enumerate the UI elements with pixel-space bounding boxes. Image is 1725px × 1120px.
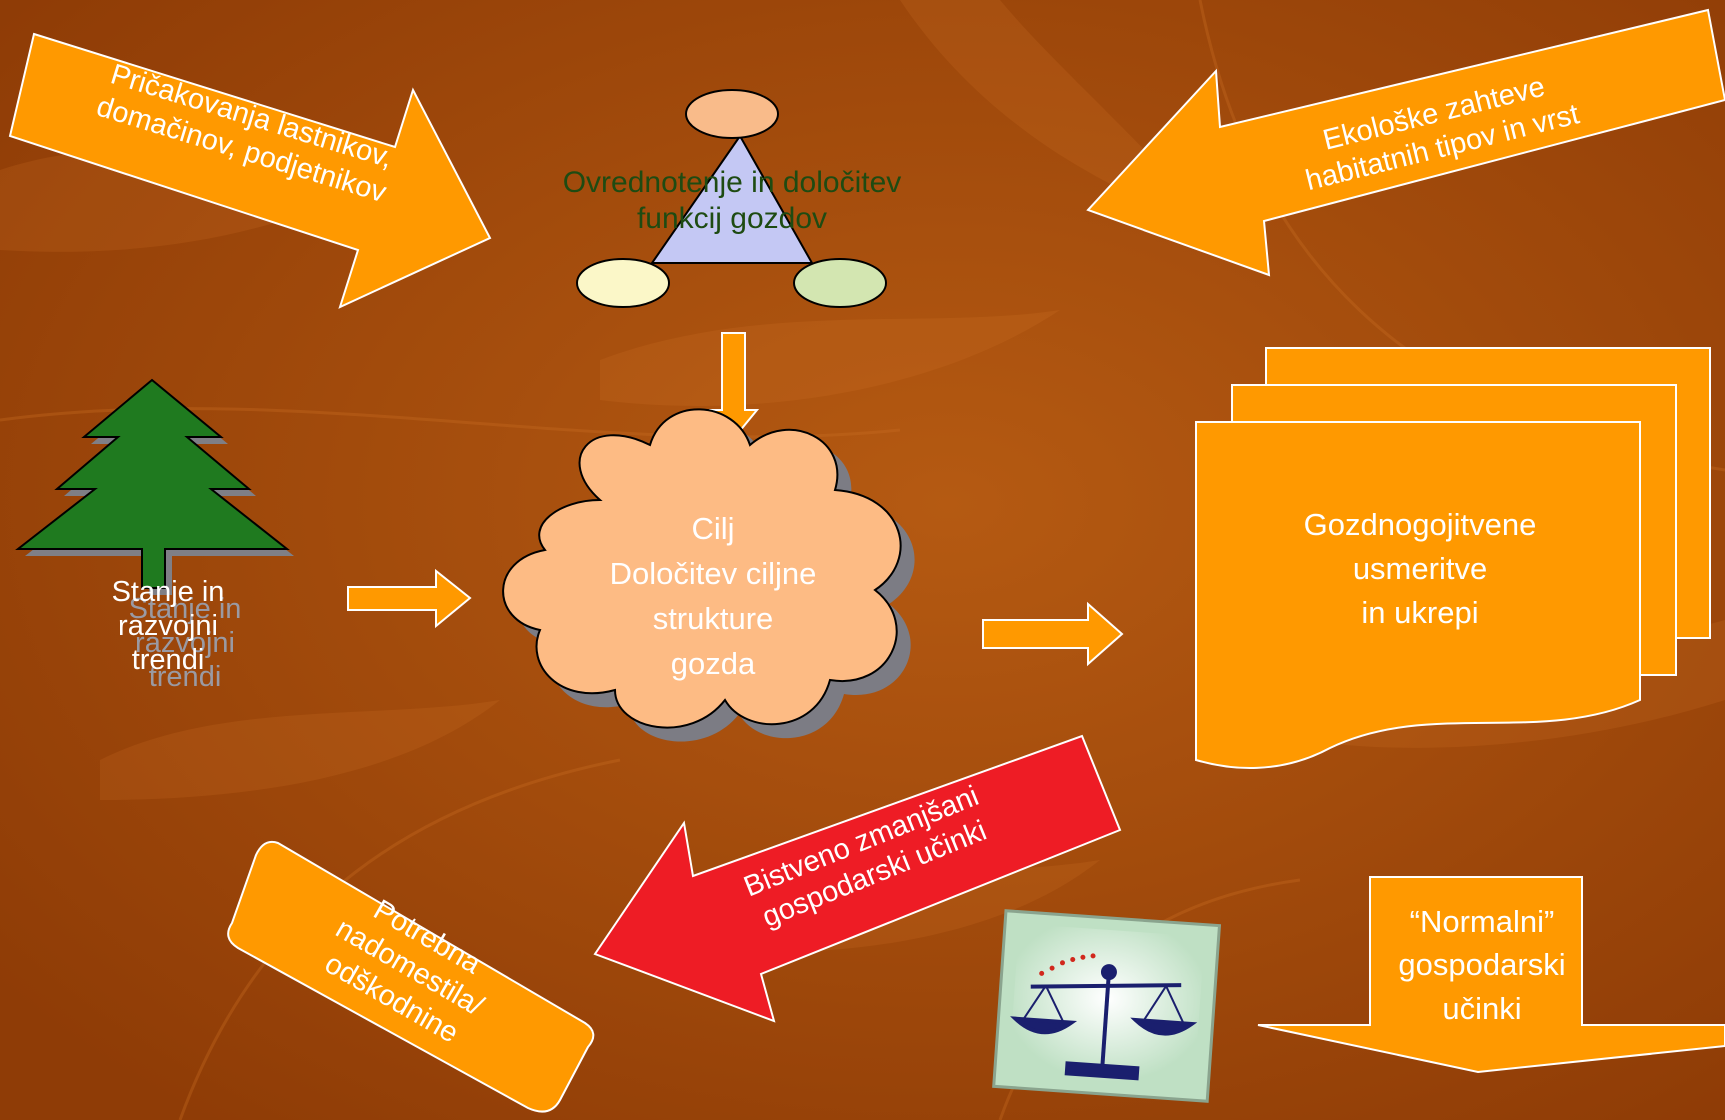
tree-shadow-line-1: Stanje in — [128, 593, 242, 625]
normal-line-3: učinki — [1442, 990, 1522, 1026]
goal-line-2: Določitev ciljne — [609, 555, 817, 591]
functions-line-1: Ovrednotenje in določitev — [562, 166, 902, 199]
functions-label: Ovrednotenje in določitev funkcij gozdov — [507, 165, 957, 237]
ecological-requirements-arrow — [1086, 8, 1725, 277]
normal-effects-label: “Normalni” gospodarski učinki — [1362, 900, 1602, 1030]
owners-expectations-arrow — [8, 32, 492, 309]
normal-effects-arrow — [1257, 876, 1725, 1074]
down-arrow — [708, 332, 760, 440]
goal-line-3: strukture — [652, 600, 774, 636]
measures-line-2: usmeritve — [1352, 551, 1488, 587]
tree-label: Stanje in razvojni trendi — [58, 575, 278, 678]
normal-line-1: “Normalni” — [1409, 904, 1555, 939]
functions-line-2: funkcij gozdov — [636, 202, 828, 235]
measures-label: Gozdnogojitvene usmeritve in ukrepi — [1240, 503, 1600, 635]
normal-line-2: gospodarski — [1398, 947, 1566, 983]
compensation-shape — [227, 840, 595, 1113]
tree-to-goal-arrow — [347, 568, 472, 629]
goal-to-measures-arrow — [982, 601, 1124, 667]
tree-line-1: Stanje in — [111, 576, 225, 608]
reduced-effects-arrow — [593, 734, 1122, 1023]
scales-icon — [992, 909, 1222, 1103]
goal-line-4: gozda — [670, 645, 756, 681]
measures-line-1: Gozdnogojitvene — [1303, 507, 1537, 542]
tree-label-shadow: Stanje in razvojni trendi — [75, 592, 295, 695]
goal-line-1: Cilj — [691, 511, 735, 546]
goal-label: Cilj Določitev ciljne strukture gozda — [553, 507, 873, 687]
triangle-ovals-icon — [576, 89, 887, 308]
measures-line-3: in ukrepi — [1361, 595, 1479, 631]
tree-shadow-line-2: razvojni — [135, 627, 235, 660]
documents-icon — [1195, 347, 1711, 769]
tree-icon — [15, 378, 294, 595]
tree-shadow-line-3: trendi — [148, 661, 222, 694]
cloud-icon — [502, 408, 915, 742]
tree-line-2: razvojni — [118, 610, 218, 643]
tree-line-3: trendi — [131, 644, 205, 677]
